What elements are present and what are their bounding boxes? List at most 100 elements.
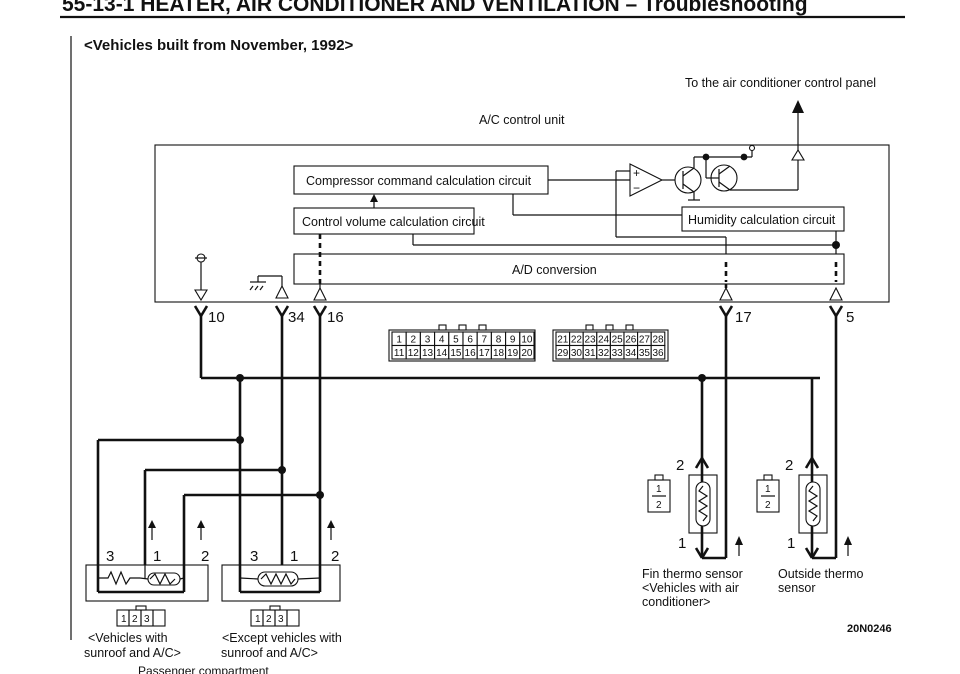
control-volume-label: Control volume calculation circuit <box>302 215 485 229</box>
plug-pin: 2 <box>656 500 662 511</box>
terminal-triangle-10 <box>194 289 208 302</box>
caption-sensor-a-1: <Vehicles with <box>88 631 168 645</box>
pin-label-2: 2 <box>676 457 684 474</box>
wiring-harness <box>96 316 838 560</box>
connector-pin-number: 21 <box>557 335 569 346</box>
caption-fin-2: <Vehicles with air <box>642 581 739 595</box>
pin-label-1: 1 <box>290 548 298 565</box>
plug-pin: 2 <box>765 500 771 511</box>
connector-pin-number: 32 <box>598 348 610 359</box>
pin-label-1: 1 <box>678 535 686 552</box>
terminal-label-17: 17 <box>735 309 752 326</box>
connector-pin-number: 22 <box>571 335 583 346</box>
connector-pin-number: 10 <box>521 335 533 346</box>
junction-dot <box>832 241 840 249</box>
page-header-title: 55-13-1 HEATER, AIR CONDITIONER AND VENT… <box>62 0 808 16</box>
fin-sensor-plug <box>647 474 671 513</box>
terminal-triangle-16 <box>313 286 327 301</box>
connector-pin-number: 9 <box>510 335 516 346</box>
up-arrow-icon <box>735 536 743 545</box>
plug-pin: 2 <box>266 614 272 625</box>
caption-outside-2: sensor <box>778 581 816 595</box>
junction-dot <box>278 466 286 474</box>
connector-pin-number: 19 <box>507 348 519 359</box>
connector-pin-number: 36 <box>652 348 664 359</box>
connector-pin-number: 8 <box>496 335 502 346</box>
transistor-icon <box>674 166 702 194</box>
control-volume-block <box>293 207 475 235</box>
connector-pin-number: 18 <box>493 348 505 359</box>
connector-pin-number: 24 <box>598 335 610 346</box>
plug-pin: 1 <box>656 484 662 495</box>
up-arrow-icon <box>792 100 804 113</box>
output-triangle-icon <box>791 148 805 161</box>
ad-conversion-block <box>293 253 845 285</box>
connector-pin-number: 15 <box>450 348 462 359</box>
control-unit-label: A/C control unit <box>479 113 565 127</box>
connector-pin-number: 5 <box>453 335 459 346</box>
connector-pin-number: 35 <box>639 348 651 359</box>
up-arrow-icon <box>197 520 205 528</box>
plug-pin: 1 <box>121 614 127 625</box>
terminal-label-10: 10 <box>208 309 225 326</box>
connector-pin-number: 3 <box>425 335 431 346</box>
up-arrow-icon <box>844 536 852 545</box>
connector-pin-number: 30 <box>571 348 583 359</box>
connector-pin-number: 34 <box>625 348 637 359</box>
sensor-plug-a <box>116 605 166 627</box>
connector-pin-number: 29 <box>557 348 569 359</box>
junction-dot <box>316 491 324 499</box>
passenger-sensor-a <box>85 545 209 602</box>
pin-label-2: 2 <box>785 457 793 474</box>
pin-label-2: 2 <box>331 548 339 565</box>
ad-conversion-label: A/D conversion <box>512 263 597 277</box>
plug-pin: 3 <box>278 614 284 625</box>
section-title: <Vehicles built from November, 1992> <box>84 37 354 54</box>
compressor-command-block <box>293 165 549 195</box>
terminal-triangle-34 <box>275 284 289 299</box>
fin-thermo-sensor <box>688 458 718 558</box>
connector-pin-number: 12 <box>408 348 420 359</box>
caption-fin-3: conditioner> <box>642 595 710 609</box>
junction-dot <box>236 436 244 444</box>
control-panel-note: To the air conditioner control panel <box>685 76 876 90</box>
connector-pin-number: 16 <box>465 348 477 359</box>
svg-text:−: − <box>633 181 640 195</box>
connector-pin-number: 27 <box>639 335 651 346</box>
caption-sensor-a-2: sunroof and A/C> <box>84 646 181 660</box>
connector-pin-number: 23 <box>584 335 596 346</box>
humidity-block <box>681 206 845 232</box>
up-arrow-icon <box>327 520 335 528</box>
pin-label-3: 3 <box>106 548 114 565</box>
plug-pin: 1 <box>255 614 261 625</box>
svg-text:+: + <box>633 166 640 180</box>
pin-label-1: 1 <box>787 535 795 552</box>
connector-pin-number: 7 <box>482 335 488 346</box>
connector-pin-number: 26 <box>625 335 637 346</box>
outside-thermo-sensor <box>798 458 828 558</box>
connector-pin-number: 31 <box>584 348 596 359</box>
connector-pin-number: 14 <box>436 348 448 359</box>
plug-pin: 1 <box>765 484 771 495</box>
connector-pin-number: 6 <box>467 335 473 346</box>
up-arrow-icon <box>148 520 156 528</box>
terminal-label-34: 34 <box>288 309 305 326</box>
terminal-triangle-17 <box>719 286 733 301</box>
caption-fin-1: Fin thermo sensor <box>642 567 743 581</box>
sensor-plug-b <box>250 605 300 627</box>
connector-pin-number: 4 <box>439 335 445 346</box>
outside-sensor-plug <box>756 474 780 513</box>
connector-pin-number: 20 <box>521 348 533 359</box>
connector-pin-number: 33 <box>612 348 624 359</box>
connector-pin-number: 2 <box>411 335 417 346</box>
plug-pin: 2 <box>132 614 138 625</box>
passenger-sensor-b <box>221 545 341 602</box>
connector-pin-number: 28 <box>652 335 664 346</box>
terminal-triangle-5 <box>829 286 843 301</box>
connector-pin-number: 1 <box>396 335 402 346</box>
humidity-label: Humidity calculation circuit <box>688 213 836 227</box>
connector-cavity <box>650 344 666 360</box>
